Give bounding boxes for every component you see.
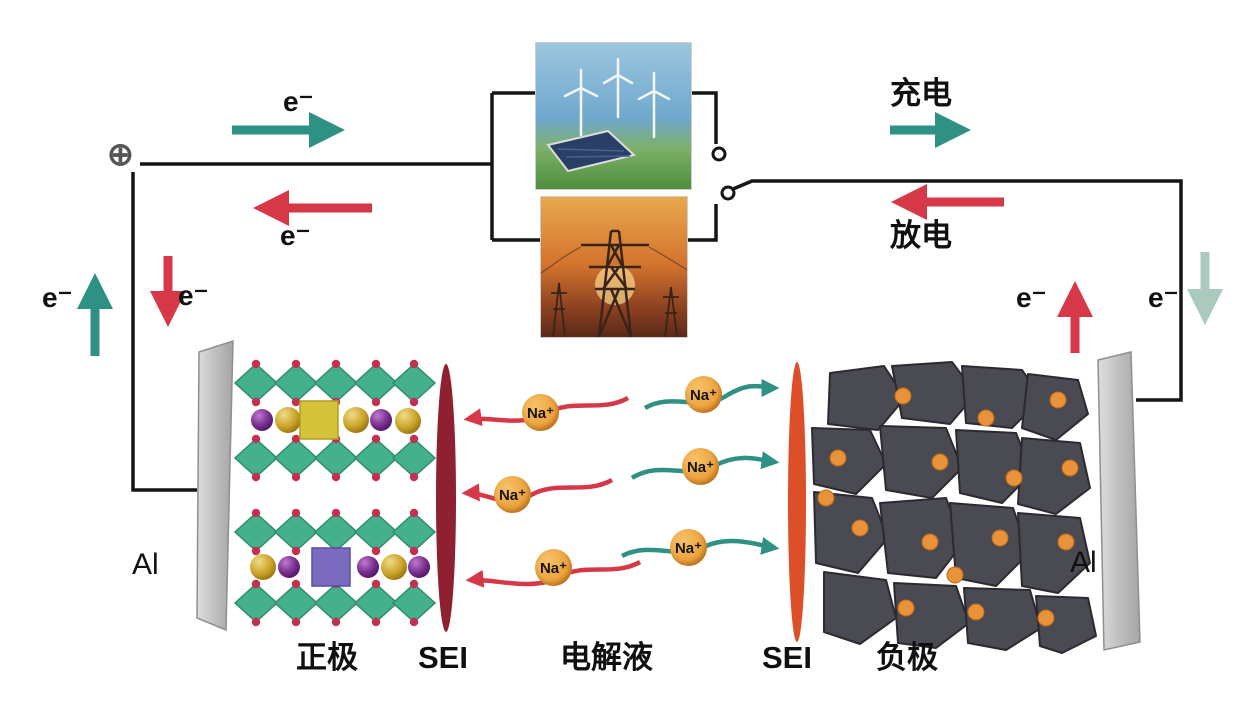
al-label-right: Al	[1070, 546, 1097, 579]
electron-label-top-left-upper: e⁻	[283, 86, 314, 117]
electron-label-right-inner: e⁻	[1016, 282, 1047, 313]
discharge-label: 放电	[890, 218, 952, 253]
al-label-left: Al	[132, 548, 159, 581]
cathode-label: 正极	[296, 640, 358, 675]
al-foil-right	[1097, 351, 1141, 651]
anode-structure	[811, 361, 1097, 654]
sei-label-right: SEI	[762, 640, 812, 675]
anode-label: 负极	[876, 640, 938, 675]
sei-layer-cathode	[436, 364, 456, 632]
solar-panel-icon	[546, 129, 637, 173]
na-ion: Na⁺	[685, 376, 722, 413]
electron-label-far-left: e⁻	[42, 282, 73, 313]
na-ion: Na⁺	[670, 529, 707, 566]
na-discharge-arrow-2	[461, 477, 614, 504]
cathode-intercalants	[250, 400, 430, 587]
purple-block	[311, 547, 351, 587]
power-grid-photo	[540, 196, 688, 338]
switch-terminal-top	[711, 146, 727, 162]
al-foil-left	[196, 339, 234, 632]
sei-label-left: SEI	[418, 640, 468, 675]
wind-turbine-icon	[546, 57, 671, 173]
transmission-tower-icon	[541, 229, 687, 337]
electron-flow-arrows	[77, 112, 1223, 356]
electron-label-far-right: e⁻	[1148, 282, 1179, 313]
circuit-wires	[131, 91, 1183, 492]
na-ion: Na⁺	[494, 476, 531, 513]
sei-layer-anode	[788, 362, 806, 642]
electron-label-top-left-lower: e⁻	[280, 220, 311, 251]
charge-label: 充电	[890, 76, 952, 111]
electrolyte-label: 电解液	[560, 640, 653, 675]
cathode-structure	[233, 359, 437, 627]
na-ion: Na⁺	[522, 394, 559, 431]
na-ion: Na⁺	[682, 448, 719, 485]
na-ion: Na⁺	[535, 549, 572, 586]
anode-sodium-dots	[817, 387, 1079, 627]
positive-terminal-icon: ⊕	[107, 136, 134, 172]
switch-terminal-bottom	[720, 185, 736, 201]
renewable-energy-photo	[535, 42, 692, 190]
yellow-block	[299, 400, 339, 440]
electron-label-left-inner: e⁻	[178, 280, 209, 311]
na-charge-arrow-1	[643, 378, 780, 410]
